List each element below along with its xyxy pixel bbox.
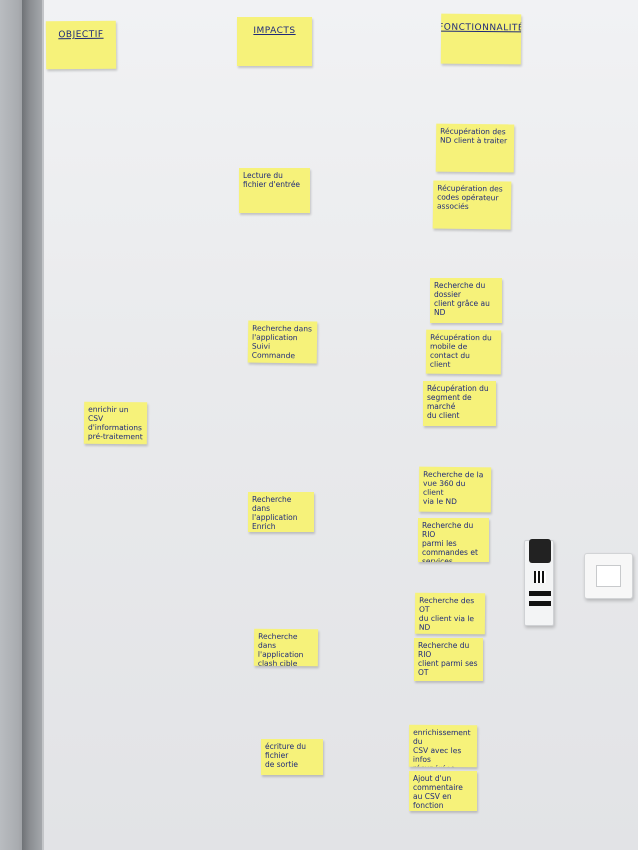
badge-reader-stripe [529, 601, 551, 606]
fonctionnalite-note: Recherche des OT du client via le ND [414, 592, 486, 635]
badge-reader-cap [529, 539, 551, 563]
impact-note-text: Recherche dans l'application Suivi Comma… [251, 323, 313, 361]
fonctionnalite-note-text: Récupération du segment de marché du cli… [427, 384, 489, 420]
header-objectif-note: OBJECTIF [45, 20, 117, 70]
objectif-note-text: enrichir un CSV d'informations pré-trait… [87, 404, 143, 442]
impact-note: Recherche dans l'application Enrich [248, 492, 314, 532]
impact-note-text: Recherche dans l'application Enrich [252, 495, 298, 531]
light-switch [584, 553, 633, 599]
impact-note-text: écriture du fichier de sortie [265, 742, 307, 769]
fonctionnalite-note: Récupération du segment de marché du cli… [423, 381, 496, 426]
light-switch-rocker [596, 565, 621, 587]
fonctionnalite-note-text: Récupération du mobile de contact du cli… [429, 332, 492, 369]
impact-note-text: Lecture du fichier d'entrée [243, 171, 301, 189]
header-impacts-note: IMPACTS [237, 17, 312, 66]
fonctionnalite-note: Récupération des ND client à traiter [435, 123, 515, 173]
impact-note: Lecture du fichier d'entrée [239, 168, 310, 213]
wall-seam [42, 0, 44, 850]
impact-note: écriture du fichier de sortie [261, 739, 323, 775]
fonctionnalite-note: enrichissement du CSV avec les infos réc… [408, 724, 478, 768]
fonctionnalite-note-text: Recherche des OT du client via le ND [418, 595, 475, 632]
fonctionnalite-note: Récupération des codes opérateur associé… [432, 180, 512, 230]
fonctionnalite-note: Recherche du RIO client parmi ses OT [414, 638, 483, 681]
header-fonctionnalite-note: FONCTIONNALITÉ [440, 13, 522, 65]
impact-note: Recherche dans l'application clash cible [253, 628, 319, 667]
impact-note-text: Recherche dans l'application clash cible [257, 631, 304, 667]
fonctionnalite-note-text: enrichissement du CSV avec les infos réc… [412, 727, 471, 767]
fonctionnalite-note: Recherche de la vue 360 du client via le… [418, 466, 492, 513]
header-fonctionnalite-label: FONCTIONNALITÉ [440, 22, 522, 34]
header-impacts-label: IMPACTS [253, 26, 296, 36]
badge-reader [524, 539, 554, 626]
impact-note: Recherche dans l'application Suivi Comma… [247, 320, 318, 364]
header-objectif-label: OBJECTIF [58, 29, 104, 41]
fonctionnalite-note-text: Ajout d'un commentaire au CSV en fonctio… [413, 774, 463, 811]
fonctionnalite-note: Ajout d'un commentaire au CSV en fonctio… [409, 771, 477, 811]
fonctionnalite-note-text: Recherche du dossier client grâce au ND [434, 281, 490, 317]
fonctionnalite-note-text: Recherche de la vue 360 du client via le… [422, 469, 484, 507]
fonctionnalite-note-text: Recherche du RIO client parmi ses OT [418, 641, 478, 677]
fonctionnalite-note-text: Recherche du RIO parmi les commandes et … [422, 521, 478, 562]
objectif-note: enrichir un CSV d'informations pré-trait… [83, 401, 148, 445]
fonctionnalite-note: Recherche du RIO parmi les commandes et … [418, 518, 489, 562]
fonctionnalite-note: Récupération du mobile de contact du cli… [425, 329, 502, 375]
fonctionnalite-note-text: Récupération des codes opérateur associé… [436, 183, 503, 211]
badge-reader-stripe [529, 591, 551, 596]
qr-code-icon [534, 571, 546, 583]
door-frame [22, 0, 42, 850]
fonctionnalite-note-text: Récupération des ND client à traiter [440, 126, 508, 146]
fonctionnalite-note: Recherche du dossier client grâce au ND [430, 278, 502, 323]
